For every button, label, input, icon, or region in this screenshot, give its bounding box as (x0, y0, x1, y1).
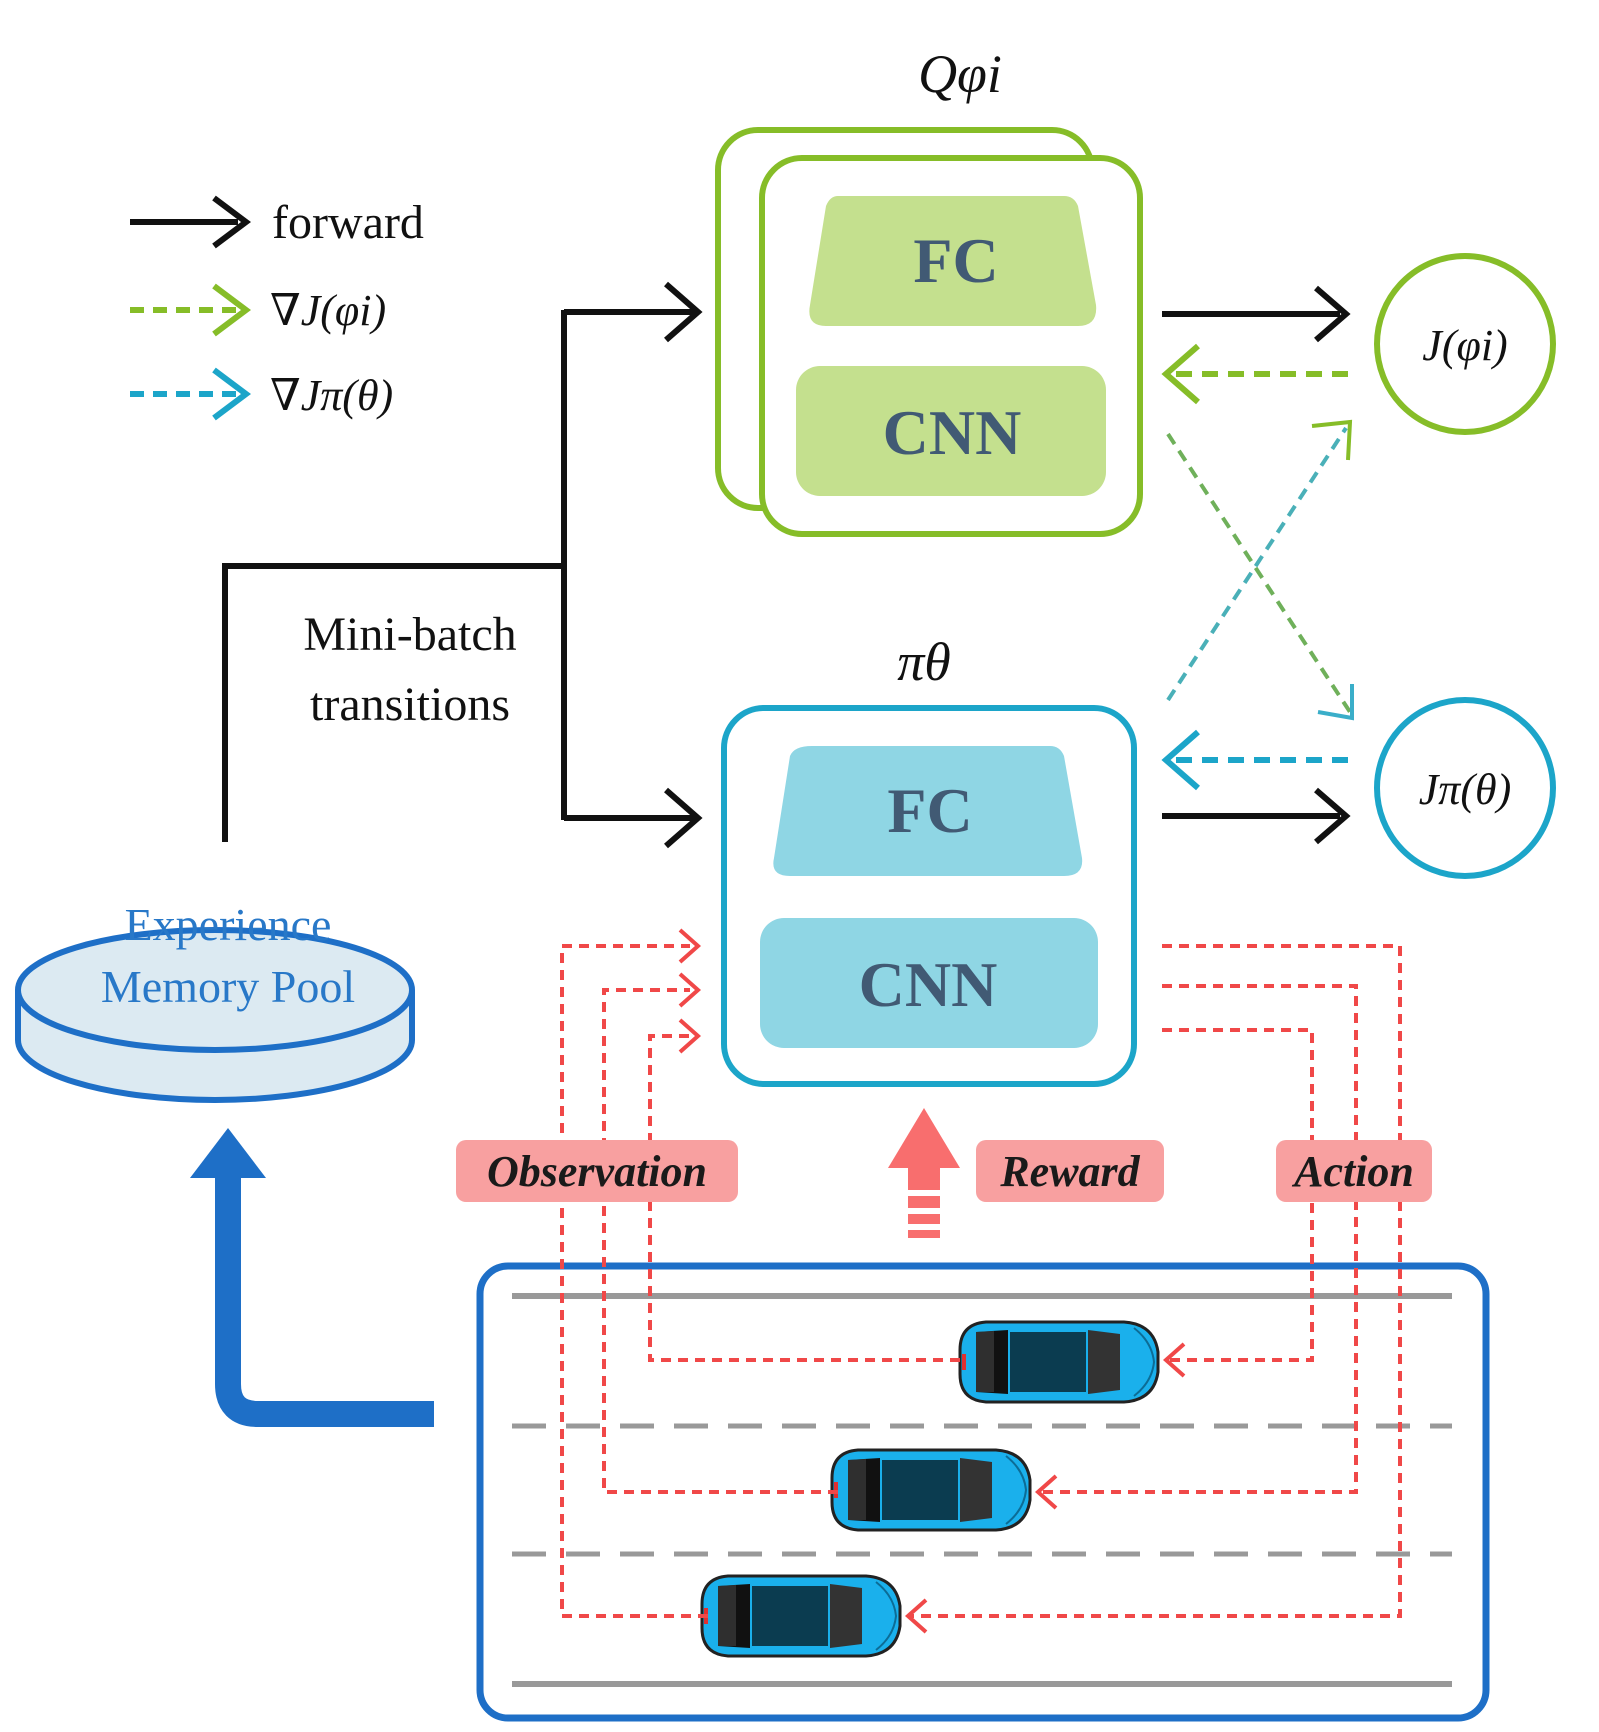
reward-arrow (888, 1108, 960, 1238)
observation-path-1 (648, 1034, 960, 1362)
legend-grad-pi-label: ∇Jπ(θ) (270, 371, 393, 420)
action-tag-label: Action (1291, 1147, 1414, 1196)
env-to-memory-arrow (190, 1128, 434, 1427)
actor-to-loss-arrowhead (1314, 787, 1351, 845)
memory-pool: Experience Memory Pool (15, 899, 415, 1103)
car-icon-3 (700, 1574, 902, 1658)
legend-grad-q-label: ∇J(φi) (270, 286, 386, 335)
observation-path-2 (602, 988, 838, 1494)
actor-loss-label: Jπ(θ) (1419, 765, 1512, 814)
minibatch-trunk (222, 563, 564, 842)
memory-label-line1: Experience (125, 899, 332, 950)
observation-path-3 (560, 944, 708, 1618)
critic-cnn-label: CNN (883, 397, 1022, 468)
loop-arrowheads (678, 928, 1186, 1634)
database-top (15, 927, 415, 1053)
critic-fc-layer (809, 196, 1097, 326)
action-path-2 (1040, 984, 1358, 1494)
gradient-arrows (1161, 343, 1348, 791)
legend-forward-label: forward (272, 196, 424, 249)
actor-title: πθ (897, 632, 951, 692)
action-tag: Action (1276, 1140, 1432, 1202)
grad-pi-back-arrowhead (1161, 729, 1200, 791)
observation-tag: Observation (456, 1140, 738, 1202)
env-to-memory-line (215, 1174, 434, 1427)
reward-tag: Reward (976, 1140, 1164, 1202)
forward-arrows (222, 281, 1351, 849)
critic-to-loss-arrowhead (1314, 285, 1351, 343)
actor-cnn-layer (760, 918, 1098, 1048)
critic-loss-node: J(φi) (1374, 253, 1556, 435)
cross-gradient-arrows (1166, 419, 1354, 721)
reward-arrowhead-icon (888, 1108, 960, 1168)
minibatch-label-line1: Mini-batch (303, 608, 516, 661)
actor-fc-layer (773, 746, 1083, 876)
legend-grad-pi-arrow-icon (130, 367, 251, 421)
observation-action-loops (560, 944, 1402, 1618)
to-actor-arrowhead (664, 787, 703, 849)
critic-cnn-layer (796, 366, 1106, 496)
legend: forward ∇J(φi) ∇Jπ(θ) (130, 195, 424, 421)
critic-network: FC CNN (715, 127, 1143, 537)
legend-grad-q-arrow-icon (130, 283, 251, 337)
grad-cross-up-arrow (1166, 426, 1348, 702)
observation-tag-label: Observation (487, 1147, 707, 1196)
car-icon-1 (958, 1320, 1160, 1404)
action-path-1 (910, 944, 1402, 1618)
memory-label-line2: Memory Pool (101, 961, 355, 1012)
grad-cross-up-arrowhead (1311, 419, 1353, 461)
up-arrowhead-icon (190, 1128, 266, 1178)
actor-loss-node: Jπ(θ) (1374, 697, 1556, 879)
to-critic-arrowhead (664, 281, 703, 343)
critic-fc-label: FC (913, 225, 998, 296)
car-icon-2 (830, 1448, 1032, 1532)
grad-q-back-arrowhead (1161, 343, 1200, 405)
actor-fc-label: FC (887, 775, 972, 846)
minibatch-label-line2: transitions (310, 678, 510, 731)
reward-tag-label: Reward (999, 1147, 1140, 1196)
legend-forward-arrow-icon (130, 195, 251, 249)
environment (476, 1262, 1490, 1722)
actor-network: FC CNN (721, 705, 1137, 1087)
critic-loss-label: J(φi) (1422, 321, 1507, 370)
grad-cross-down-arrowhead (1317, 684, 1354, 721)
grad-cross-down-arrow (1166, 432, 1352, 714)
critic-title: Qφi (918, 44, 1002, 104)
actor-cnn-label: CNN (859, 949, 998, 1020)
